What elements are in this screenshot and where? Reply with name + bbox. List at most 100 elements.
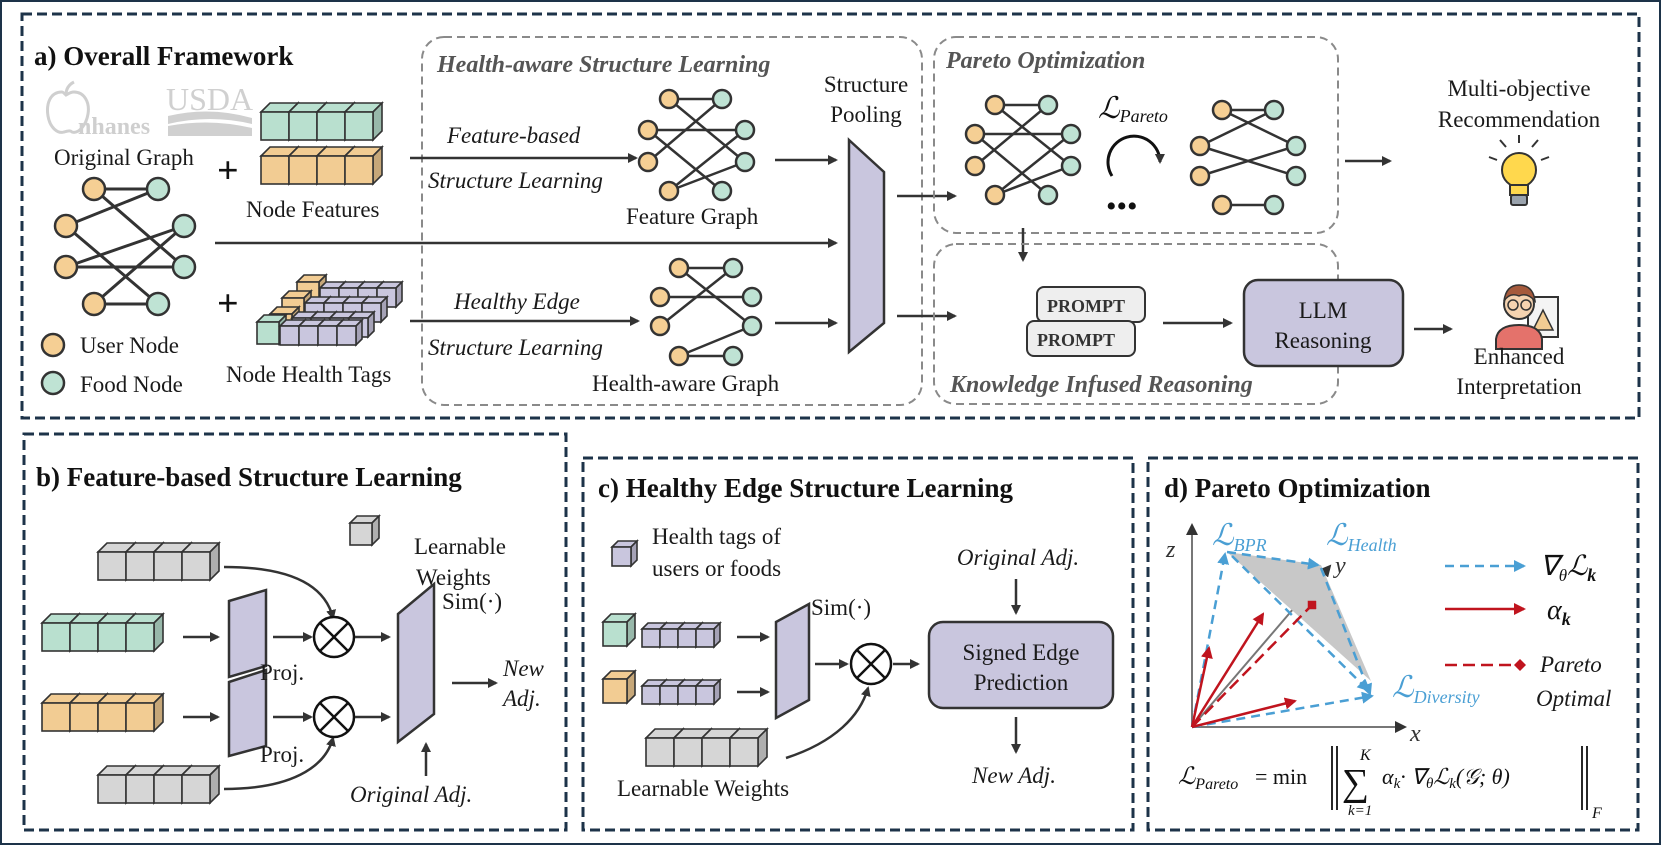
x-axis-label: x bbox=[1409, 721, 1421, 747]
svg-text:k=1: k=1 bbox=[1348, 803, 1372, 819]
signed-edge-prediction-box bbox=[927, 620, 1115, 710]
feature-graph bbox=[647, 97, 746, 193]
sim-label: Sim(·) bbox=[442, 589, 502, 614]
cube bbox=[610, 539, 639, 568]
panel-c-border bbox=[581, 456, 1135, 832]
svg-text:nhanes: nhanes bbox=[78, 114, 150, 140]
alpha-arrow bbox=[1190, 646, 1213, 728]
cube bbox=[601, 612, 637, 648]
healthy-edge-label-2: Structure Learning bbox=[428, 335, 603, 360]
l-health-label: ℒHealth bbox=[1326, 519, 1397, 555]
pareto-optimal-label-2: Optimal bbox=[1536, 686, 1611, 711]
panel-d-title: d) Pareto Optimization bbox=[1164, 473, 1430, 503]
structure-pooling-block bbox=[847, 137, 886, 355]
similarity-block bbox=[774, 601, 811, 721]
feature-based-label-2: Structure Learning bbox=[428, 168, 603, 193]
interpretation-label-2: Interpretation bbox=[1456, 374, 1582, 399]
z-axis-label: z bbox=[1165, 537, 1176, 563]
l-bpr-label: ℒBPR bbox=[1212, 519, 1267, 555]
health-tags-label-1: Health tags of bbox=[652, 524, 781, 549]
pareto-optimal-arrow bbox=[1191, 600, 1317, 728]
user-node-legend-label: User Node bbox=[80, 333, 179, 358]
original-adj-label: Original Adj. bbox=[957, 545, 1079, 570]
y-axis-label: y bbox=[1333, 553, 1346, 579]
healthy-edge-label-1: Healthy Edge bbox=[453, 289, 580, 314]
feature-based-label-1: Feature-based bbox=[446, 123, 581, 148]
knowledge-box-title: Knowledge Infused Reasoning bbox=[949, 372, 1253, 398]
cube bbox=[335, 318, 364, 347]
food-node bbox=[145, 291, 171, 317]
gradient-legend-label: ∇θℒk bbox=[1540, 551, 1596, 585]
cube bbox=[694, 621, 722, 649]
health-tags-label-2: users or foods bbox=[652, 556, 781, 581]
learnable-weights-label-2: Weights bbox=[416, 565, 491, 590]
svg-text:K: K bbox=[1359, 747, 1372, 764]
svg-text:USDA: USDA bbox=[166, 81, 253, 117]
sim-label: Sim(·) bbox=[811, 595, 871, 620]
l-diversity-label: ℒDiversity bbox=[1392, 671, 1480, 707]
grad-edge bbox=[1226, 550, 1320, 570]
node-health-tags-cubes bbox=[255, 273, 404, 347]
multiply-icon bbox=[312, 695, 356, 739]
node-features-label: Node Features bbox=[246, 197, 380, 222]
panel-b: b) Feature-based Structure Learning Lear… bbox=[22, 432, 568, 832]
cube bbox=[343, 145, 384, 186]
pareto-graph-left bbox=[974, 103, 1072, 197]
llm-label-1: LLM bbox=[1299, 298, 1348, 323]
arrow bbox=[223, 565, 336, 620]
cube bbox=[658, 621, 686, 649]
recommendation-label-1: Multi-objective bbox=[1447, 76, 1590, 101]
health-structure-box bbox=[421, 36, 923, 406]
original-adj-label: Original Adj. bbox=[350, 782, 472, 807]
alpha-legend-label: αk bbox=[1547, 595, 1571, 629]
cube bbox=[180, 541, 221, 582]
pareto-box bbox=[933, 36, 1339, 234]
food-node bbox=[145, 176, 171, 202]
panel-a-title: a) Overall Framework bbox=[34, 41, 293, 71]
svg-text:F: F bbox=[1591, 805, 1602, 822]
projection-block bbox=[227, 668, 268, 758]
health-structure-title: Health-aware Structure Learning bbox=[436, 52, 770, 78]
learnable-weights-label: Learnable Weights bbox=[617, 776, 789, 801]
original-graph-nodes bbox=[53, 176, 197, 317]
plus-icon: + bbox=[217, 283, 239, 325]
cube bbox=[348, 514, 381, 547]
multiply-icon bbox=[849, 642, 893, 686]
health-aware-graph-nodes bbox=[649, 257, 763, 367]
grad-edge bbox=[1319, 567, 1372, 696]
svg-text:= min: = min bbox=[1255, 764, 1307, 789]
pareto-graph-left-nodes bbox=[964, 94, 1082, 206]
health-aware-graph bbox=[659, 266, 753, 358]
panel-b-title: b) Feature-based Structure Learning bbox=[36, 462, 462, 492]
recommendation-label-2: Recommendation bbox=[1438, 107, 1601, 132]
health-aware-graph-label: Health-aware Graph bbox=[592, 371, 780, 396]
iteration-loop-icon bbox=[1106, 134, 1165, 177]
user-node bbox=[81, 176, 107, 202]
alpha-arrow bbox=[1191, 697, 1297, 729]
grad-edge bbox=[1231, 555, 1370, 692]
arrow bbox=[785, 686, 871, 760]
original-graph-label: Original Graph bbox=[54, 145, 194, 170]
user-node bbox=[53, 254, 79, 280]
panel-b-border bbox=[22, 432, 568, 832]
cube bbox=[124, 692, 165, 733]
cube bbox=[343, 101, 384, 142]
llm-reasoning-box bbox=[1242, 278, 1405, 368]
panel-d-border bbox=[1146, 456, 1640, 832]
signed-edge-label-1: Signed Edge bbox=[963, 640, 1080, 665]
pooling-label-1: Structure bbox=[824, 72, 908, 97]
usda-logo: USDA bbox=[166, 81, 253, 136]
iteration-dots: ••• bbox=[1106, 190, 1138, 223]
arrow bbox=[223, 736, 336, 791]
cube bbox=[694, 678, 722, 706]
similarity-block bbox=[396, 581, 436, 745]
learnable-weights-label-1: Learnable bbox=[414, 534, 506, 559]
cube bbox=[180, 764, 221, 805]
food-node-legend-label: Food Node bbox=[80, 372, 183, 397]
panel-c-title: c) Healthy Edge Structure Learning bbox=[598, 473, 1013, 503]
proj-label: Proj. bbox=[260, 742, 304, 767]
svg-text:ℒPareto: ℒPareto bbox=[1178, 764, 1238, 793]
teacher-icon bbox=[1495, 284, 1559, 350]
